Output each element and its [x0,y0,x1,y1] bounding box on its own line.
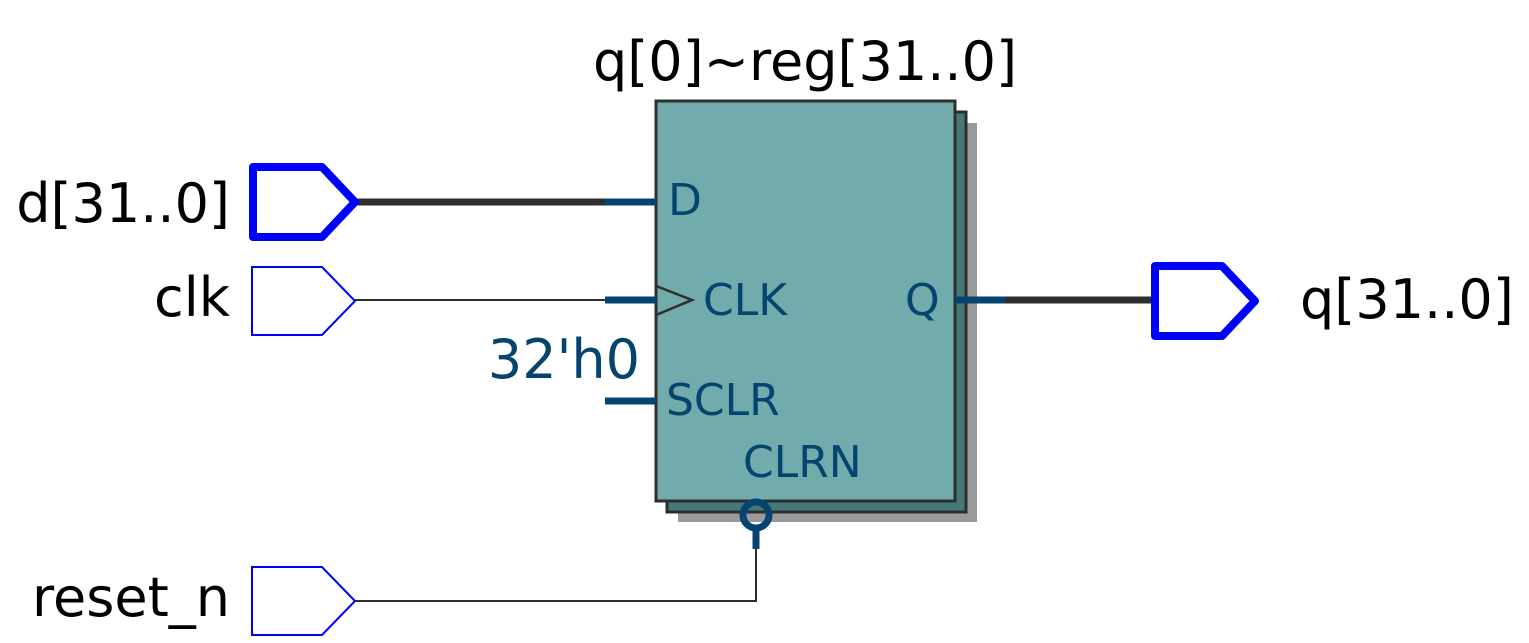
pin-clrn-label: CLRN [743,437,862,488]
wire-reset-n[interactable] [355,549,757,602]
port-reset-n-label: reset_n [32,566,230,629]
port-reset-n-icon[interactable] [251,566,357,636]
port-clk-label: clk [154,266,231,329]
port-d-label: d[31..0] [16,172,230,235]
pin-q-label: Q [905,275,940,326]
pin-sclr-label: SCLR [666,375,780,426]
pin-stubs [605,198,1005,549]
port-clk-icon[interactable] [251,266,357,336]
clock-edge-icon [655,284,696,317]
pin-clk-label: CLK [703,275,788,326]
register-block[interactable]: D CLK Q SCLR CLRN [654,99,977,522]
port-d-icon[interactable] [249,163,359,241]
pin-d-label: D [668,175,702,226]
register-body [654,99,957,503]
register-name: q[0]~reg[31..0] [593,30,1017,93]
port-q-icon[interactable] [1151,262,1259,340]
sclr-constant: 32'h0 [488,328,640,391]
port-q-label: q[31..0] [1300,268,1514,331]
inversion-bubble-icon [739,498,773,532]
